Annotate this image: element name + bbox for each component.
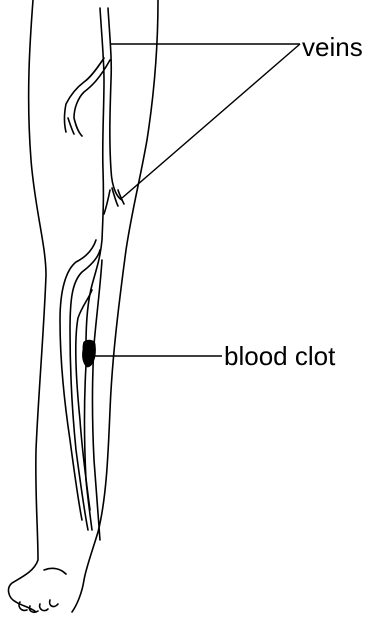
- vein-main-left: [86, 8, 104, 345]
- veins-label: veins: [302, 34, 363, 60]
- vein-lower-4: [93, 260, 103, 540]
- leg-outline-left: [9, 0, 46, 612]
- vein-main-right: [108, 8, 122, 200]
- vein-lower-1: [60, 240, 96, 520]
- blood-clot-label: blood clot: [224, 343, 335, 369]
- vein-knee-branch: [104, 188, 124, 214]
- ankle-line: [44, 568, 66, 574]
- veins-leader-lower: [122, 44, 300, 198]
- vein-lower-5: [85, 365, 93, 530]
